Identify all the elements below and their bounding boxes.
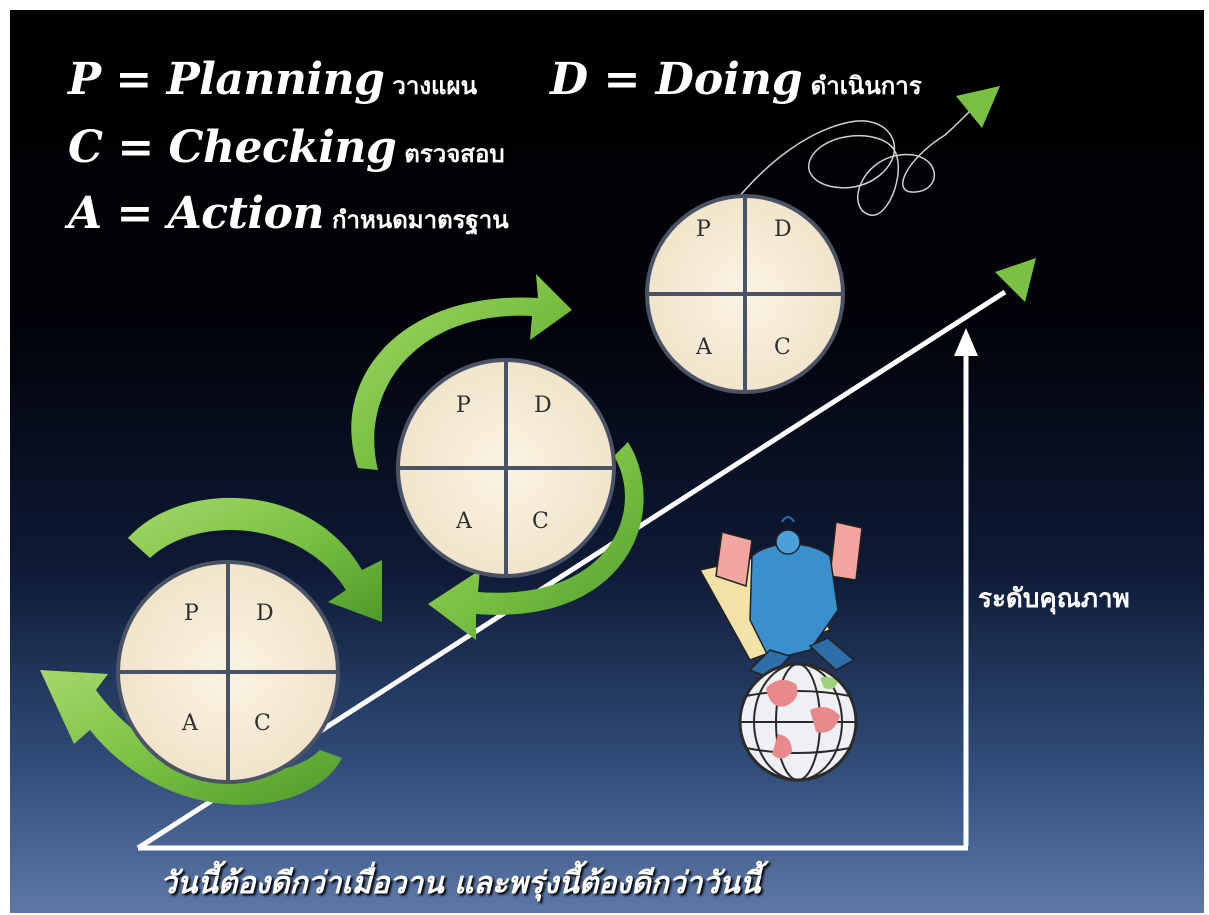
legend-checking-term: C = Checking <box>68 122 397 173</box>
quality-axis-arrowhead <box>954 328 978 356</box>
circle-1-p: P <box>184 601 199 626</box>
legend-planning-thai: วางแผน <box>392 72 477 100</box>
pdca-circle-3: P D A C <box>645 194 845 394</box>
legend-checking-thai: ตรวจสอบ <box>404 140 505 168</box>
circle-1-c: C <box>254 711 271 736</box>
businessman-icon <box>698 516 863 679</box>
cycle-arrow-1 <box>128 497 382 622</box>
circle-3-c: C <box>774 335 791 360</box>
legend-doing-term: D = Doing <box>550 54 803 105</box>
bottom-caption: วันนี้ต้องดีกว่าเมื่อวาน และพรุ่งนี้ต้อง… <box>160 866 761 901</box>
cycle-arrow-2 <box>40 670 342 805</box>
legend-action-term: A = Action <box>68 188 324 239</box>
circle-1-d: D <box>256 601 274 626</box>
legend-planning-term: P = Planning <box>68 54 385 105</box>
circle-3-d: D <box>774 217 792 242</box>
circle-2-d: D <box>534 393 552 418</box>
cycle-arrow-3 <box>351 274 572 470</box>
cycle-arrow-4 <box>428 442 644 640</box>
pdca-circle-2: P D A C <box>396 358 616 578</box>
scribble-arrowhead <box>956 86 1000 128</box>
legend-doing-thai: ดำเนินการ <box>810 72 922 100</box>
legend-action-thai: กำหนดมาตรฐาน <box>331 206 509 234</box>
circle-3-p: P <box>696 217 711 242</box>
globe-icon <box>738 662 858 782</box>
pdca-diagram: P D A C P D A C P D A C <box>40 86 1036 851</box>
scribble-trail <box>737 101 981 216</box>
improvement-arrowhead <box>995 258 1036 302</box>
quality-axis-label: ระดับคุณภาพ <box>978 584 1130 614</box>
circle-2-a: A <box>455 509 473 534</box>
circle-2-p: P <box>456 393 471 418</box>
circle-1-a: A <box>181 711 199 736</box>
circle-2-c: C <box>532 509 549 534</box>
circle-3-a: A <box>695 335 713 360</box>
pdca-circle-1: P D A C <box>116 560 340 784</box>
